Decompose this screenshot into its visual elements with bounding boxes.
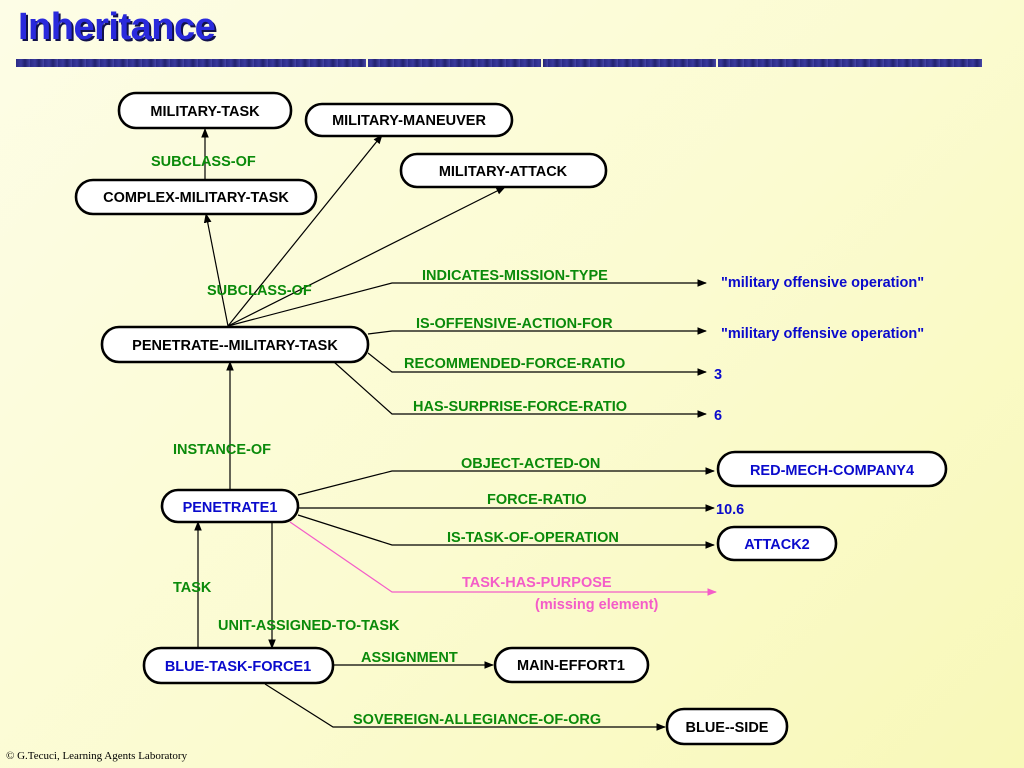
node-penetrate1-box [160, 488, 300, 524]
node-penetrate-military-task-box [100, 325, 370, 364]
edge-object-acted-on [297, 467, 715, 496]
rel-instance-of: INSTANCE-OF [173, 442, 271, 458]
edge-recommended-force-ratio [367, 352, 707, 376]
edge-is-task-of-operation [297, 514, 715, 549]
node-red-mech-company4-box [716, 450, 948, 488]
rel-is-offensive-action-for: IS-OFFENSIVE-ACTION-FOR [416, 316, 613, 332]
node-main-effort1-box [493, 646, 650, 684]
footer-credit: © G.Tecuci, Learning Agents Laboratory [6, 750, 188, 762]
rel-force-ratio: FORCE-RATIO [487, 492, 587, 508]
value-surprise-ratio: 6 [714, 408, 722, 424]
node-red-mech-company4: RED-MECH-COMPANY4 [750, 463, 914, 479]
rel-has-surprise-force-ratio: HAS-SURPRISE-FORCE-RATIO [413, 399, 627, 415]
rel-subclass-of-lower: SUBCLASS-OF [207, 283, 312, 299]
node-blue-side-box [665, 707, 789, 746]
node-complex-military-task-box [74, 178, 318, 216]
node-blue-side: BLUE--SIDE [686, 720, 769, 736]
value-mission-type: "military offensive operation" [721, 275, 924, 291]
edges [194, 128, 715, 731]
edge-subclass-to-maneuver [227, 134, 383, 327]
node-blue-task-force1: BLUE-TASK-FORCE1 [165, 659, 311, 675]
edge-has-surprise-force-ratio [333, 361, 707, 418]
rel-sovereign-allegiance-of-org: SOVEREIGN-ALLEGIANCE-OF-ORG [353, 712, 601, 728]
node-penetrate1: PENETRATE1 [183, 500, 278, 516]
rel-task-has-purpose: TASK-HAS-PURPOSE [462, 575, 612, 591]
edge-sovereign-allegiance [264, 683, 666, 731]
edge-indicates-mission-type [227, 279, 707, 327]
node-military-task: MILITARY-TASK [150, 104, 260, 120]
rel-unit-assigned-to-task: UNIT-ASSIGNED-TO-TASK [218, 618, 400, 634]
value-force-ratio: 10.6 [716, 502, 744, 518]
rel-assignment: ASSIGNMENT [361, 650, 458, 666]
node-penetrate-military-task: PENETRATE--MILITARY-TASK [132, 338, 338, 354]
rel-recommended-force-ratio: RECOMMENDED-FORCE-RATIO [404, 356, 625, 372]
rel-subclass-of-upper: SUBCLASS-OF [151, 154, 256, 170]
rel-object-acted-on: OBJECT-ACTED-ON [461, 456, 600, 472]
value-offensive-action-for: "military offensive operation" [721, 326, 924, 342]
node-military-attack: MILITARY-ATTACK [439, 164, 568, 180]
edge-subclass-to-attack [227, 186, 506, 327]
node-main-effort1: MAIN-EFFORT1 [517, 658, 625, 674]
value-recommended-ratio: 3 [714, 367, 722, 383]
node-complex-military-task: COMPLEX-MILITARY-TASK [103, 190, 289, 206]
rel-is-task-of-operation: IS-TASK-OF-OPERATION [447, 530, 619, 546]
edge-subclass-to-complex [203, 213, 229, 327]
value-missing-element: (missing element) [535, 597, 658, 613]
edge-task-has-purpose [289, 521, 717, 596]
node-military-task-box [117, 91, 293, 130]
edge-is-offensive-action-for [367, 327, 707, 335]
node-blue-task-force1-box [142, 646, 335, 685]
node-military-maneuver-box [304, 102, 514, 138]
rel-indicates-mission-type: INDICATES-MISSION-TYPE [422, 268, 608, 284]
nodes [74, 91, 948, 746]
rel-task: TASK [173, 580, 212, 596]
node-attack2-box [716, 525, 838, 562]
node-military-maneuver: MILITARY-MANEUVER [332, 113, 486, 129]
node-military-attack-box [399, 152, 608, 189]
slide-title: Inheritance [18, 6, 216, 48]
title-divider [16, 59, 982, 67]
node-attack2: ATTACK2 [744, 537, 810, 553]
